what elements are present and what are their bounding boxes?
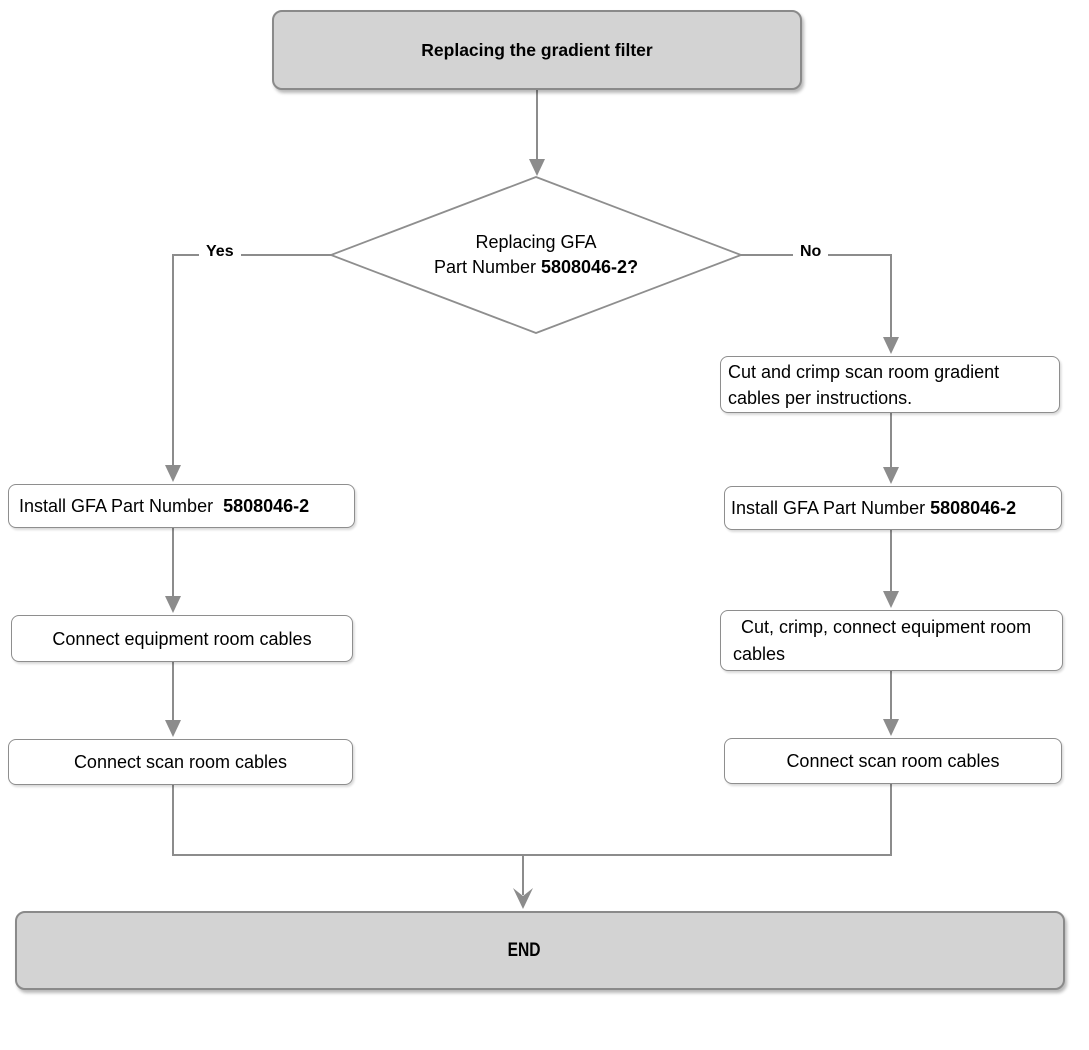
edge-label-no: No [793,242,829,262]
left-install-gfa-node: Install GFA Part Number 5808046-2 [8,484,355,528]
right-cut-crimp-connect-node: Cut, crimp, connect equipment room cable… [720,610,1063,671]
right-install-gfa-node: Install GFA Part Number 5808046-2 [724,486,1062,530]
decision-node-text: Replacing GFA Part Number 5808046-2? [396,230,676,280]
decision-line2: Part Number 5808046-2? [433,257,639,277]
arrowhead-yes-install [165,465,181,482]
end-node-label: END [507,939,541,961]
arrowhead-no-cutcrimp [883,337,899,354]
decision-line1: Replacing GFA [475,232,597,252]
right-cut-crimp-connect-label: Cut, crimp, connect equipment room cable… [733,616,1032,664]
arrowhead-l-equip [165,596,181,613]
right-install-text: Install GFA Part Number 5808046-2 [731,498,1017,518]
edge-no [741,254,892,337]
right-connect-scan-node: Connect scan room cables [724,738,1062,784]
start-node-label: Replacing the gradient filter [421,40,653,60]
edge-yes [172,254,331,466]
left-connect-equipment-label: Connect equipment room cables [52,628,312,649]
left-connect-scan-label: Connect scan room cables [73,752,288,772]
edge-label-yes: Yes [199,242,241,262]
left-connect-scan-node: Connect scan room cables [8,739,353,785]
arrowhead-into-end [513,888,533,909]
arrowhead-r-scan [883,719,899,736]
right-cut-crimp-node: Cut and crimp scan room gradient cables … [720,356,1060,413]
end-node: END [15,911,1065,990]
start-node-title: Replacing the gradient filter [272,10,802,90]
right-connect-scan-label: Connect scan room cables [786,751,1000,771]
decision-part-number: 5808046-2? [540,257,639,277]
arrowhead-r-install [883,467,899,484]
arrowhead-into-decision [529,159,545,176]
right-install-part-number: 5808046-2 [930,498,1017,518]
arrowhead-r-cutconn [883,591,899,608]
right-cut-crimp-label: Cut and crimp scan room gradient cables … [728,361,1000,408]
decision-diamond-shape [328,176,744,334]
left-install-part-number: 5808046-2 [223,496,310,516]
arrowhead-l-scan [165,720,181,737]
left-connect-equipment-node: Connect equipment room cables [11,615,353,662]
left-install-text: Install GFA Part Number 5808046-2 [19,496,310,516]
